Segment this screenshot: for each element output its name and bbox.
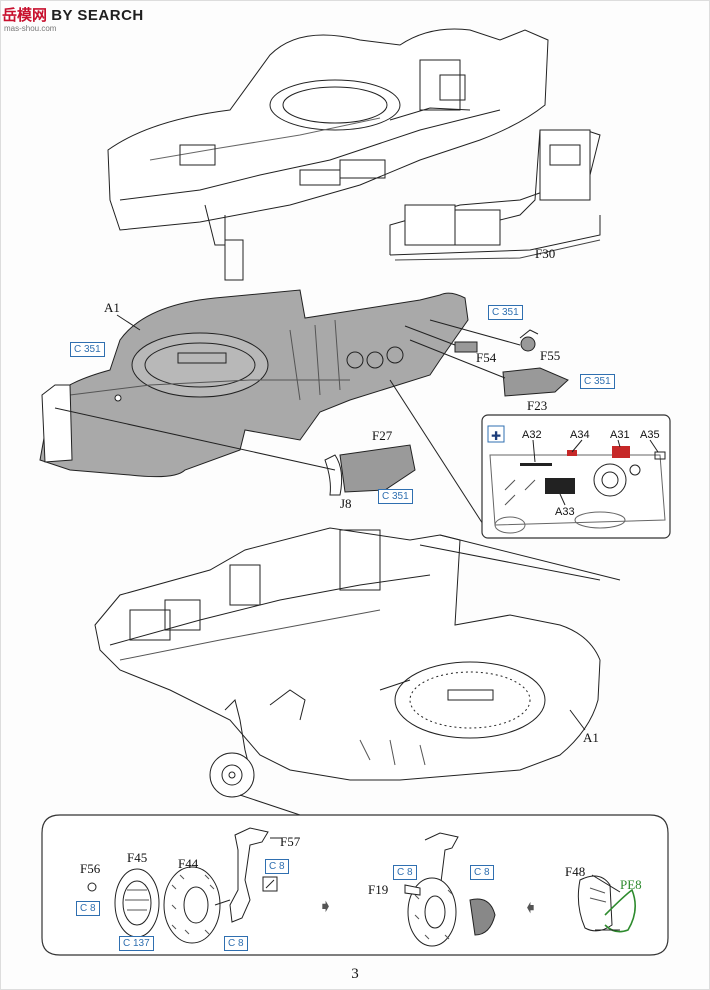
part-f48-pe8 — [577, 874, 636, 933]
paint-ref-c137: C 137 — [119, 936, 154, 951]
label-a1-bottom: A1 — [583, 730, 599, 745]
arrow-left-icon: ➧ — [523, 897, 538, 918]
label-f55: F55 — [540, 348, 560, 363]
paint-ref-c8: C 8 — [76, 901, 100, 916]
assembled-fuselage — [94, 527, 621, 781]
svg-text:✚: ✚ — [491, 429, 501, 443]
part-f44-tyre — [163, 866, 221, 944]
label-f57: F57 — [280, 834, 301, 849]
label-a33: A33 — [555, 506, 575, 518]
label-a32: A32 — [522, 429, 542, 441]
part-f57-strut — [214, 827, 282, 923]
label-f48: F48 — [565, 864, 585, 879]
label-pe8: PE8 — [620, 877, 642, 892]
watermark-site: mas-shou.com — [4, 24, 57, 33]
label-f56: F56 — [80, 861, 101, 876]
label-a34: A34 — [570, 429, 590, 441]
decal-panel: ✚ — [481, 414, 671, 539]
label-f27: F27 — [372, 428, 393, 443]
watermark-cn: 岳模网 — [2, 7, 48, 24]
watermark-en: BY SEARCH — [51, 7, 144, 24]
parts-f27-j8 — [54, 407, 416, 496]
label-a1-top: A1 — [104, 300, 120, 315]
label-f23: F23 — [527, 398, 547, 413]
arrow-right-icon: ➧ — [318, 896, 333, 917]
part-f56-hub — [87, 882, 97, 892]
label-f54: F54 — [476, 350, 497, 365]
fuselage-half-a1 — [39, 289, 469, 478]
paint-ref-c8: C 8 — [224, 936, 248, 951]
landing-gear-installed — [209, 699, 255, 798]
paint-ref-c351: C 351 — [580, 374, 615, 389]
label-j8: J8 — [340, 496, 352, 511]
paint-ref-c8: C 8 — [470, 865, 494, 880]
cockpit-assembly — [389, 129, 601, 261]
paint-ref-c8: C 8 — [265, 859, 289, 874]
label-f19: F19 — [368, 882, 388, 897]
label-f44: F44 — [178, 856, 199, 871]
label-f30: F30 — [535, 246, 555, 261]
label-a35: A35 — [640, 429, 660, 441]
paint-ref-c8: C 8 — [393, 865, 417, 880]
part-f19-gear-assembled — [404, 832, 496, 947]
part-f45-wheel — [114, 868, 160, 938]
paint-ref-c351: C 351 — [378, 489, 413, 504]
label-a31: A31 — [610, 429, 630, 441]
page-number: 3 — [351, 966, 359, 982]
paint-ref-c351: C 351 — [488, 305, 523, 320]
fuselage-interior-top — [107, 28, 549, 281]
paint-ref-c351: C 351 — [70, 342, 105, 357]
small-parts-group — [404, 319, 569, 397]
watermark-logo: 岳模网 BY SEARCH — [2, 4, 144, 25]
label-f45: F45 — [127, 850, 147, 865]
